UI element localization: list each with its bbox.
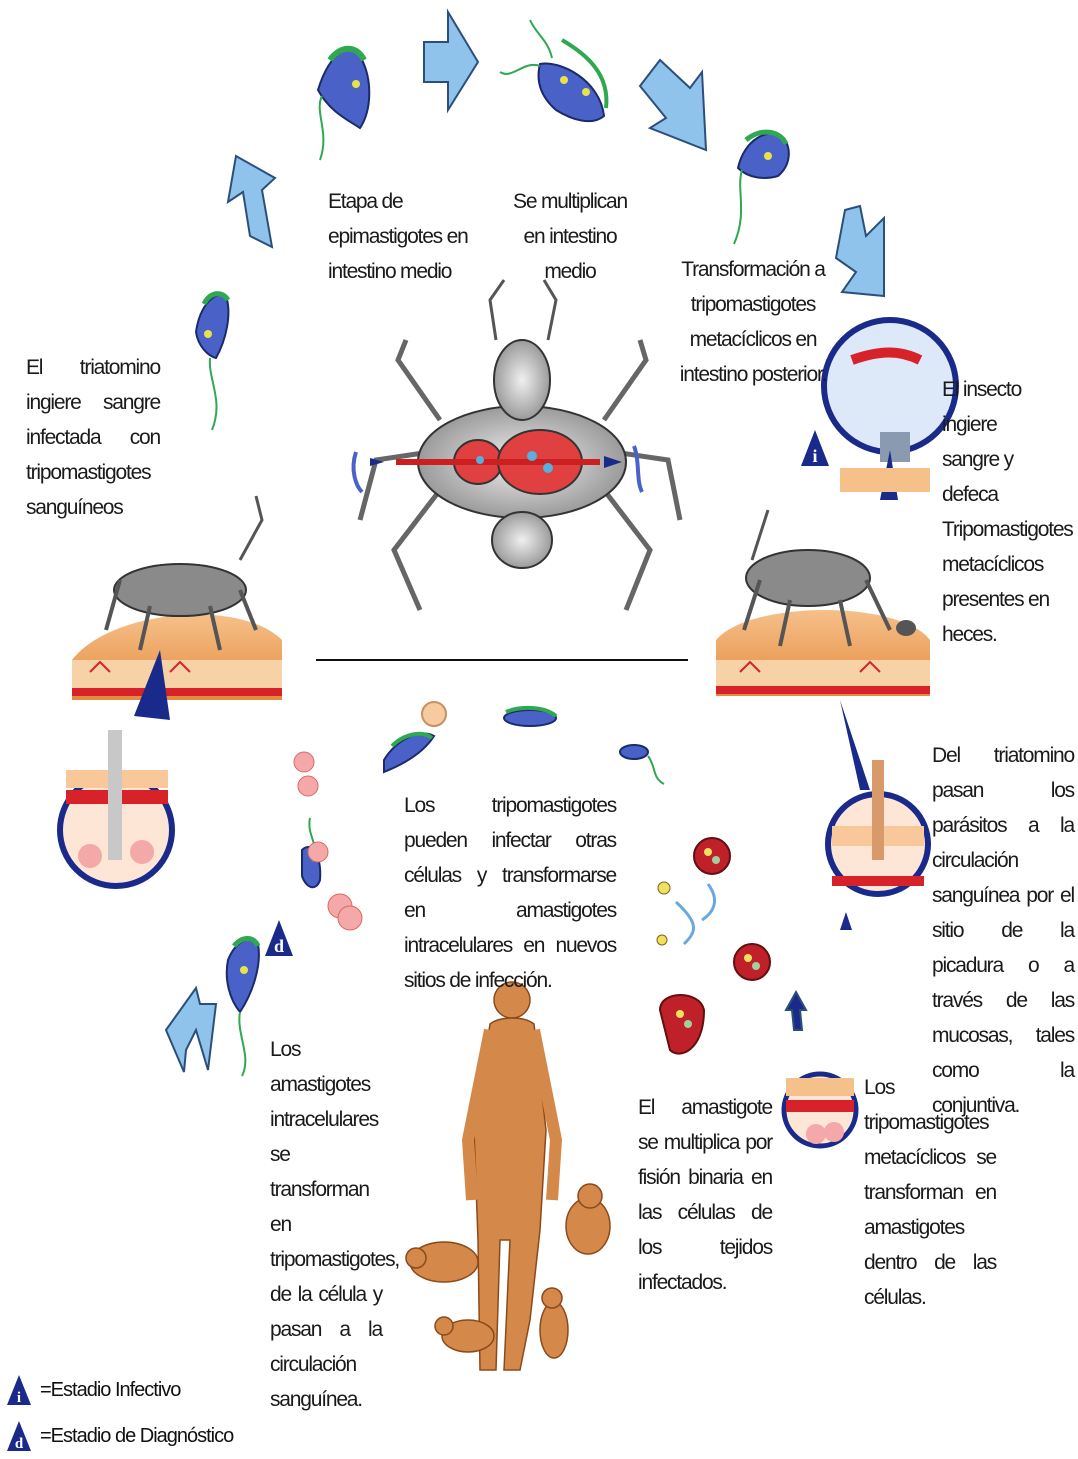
arrow-right-icon <box>836 206 884 296</box>
legend-infective: i =Estadio Infectivo <box>6 1374 180 1406</box>
amastigote-cells <box>657 838 770 1054</box>
svg-text:i: i <box>17 1390 21 1406</box>
right-top-magnifier <box>824 320 956 500</box>
infective-triangle-icon: i <box>800 428 830 468</box>
label-tripo-transforman: Los tripomastigotes metacíclicos se tran… <box>864 1070 996 1315</box>
arrow-top-icon <box>424 12 478 110</box>
infective-marker-letter: i <box>812 446 817 466</box>
arrow-top-right-icon <box>640 60 706 150</box>
infective-stage-marker: i <box>800 428 830 468</box>
right-bottom-magnifier <box>784 1074 856 1146</box>
arrow-small-up-icon <box>786 992 806 1030</box>
right-insect-on-skin <box>716 510 930 696</box>
legend-infective-icon: i <box>6 1374 32 1406</box>
diagnostic-stage-marker: d <box>264 918 294 958</box>
diagnostic-marker-letter: d <box>274 936 284 956</box>
label-multiplican: Se multiplican en intestino medio <box>500 184 640 289</box>
arrow-left-bottom-icon <box>166 988 216 1072</box>
central-insect <box>360 280 680 610</box>
left-insect-on-skin <box>72 496 282 700</box>
label-amastigotes-transforman: Los amastigotes intracelulares se transf… <box>270 1032 382 1417</box>
label-amastigote-multiplica: El amastigote se multiplica por fisión b… <box>638 1090 772 1300</box>
label-triatomino-ingiere: El triatomino ingiere sangre infectada c… <box>26 350 160 525</box>
right-mid-magnifier <box>828 700 928 930</box>
legend-diagnostic: d =Estadio de Diagnóstico <box>6 1420 233 1452</box>
red-cells <box>294 752 362 930</box>
label-transformacion: Transformación a tripomastigotes metacíc… <box>668 252 838 392</box>
label-epimastigotes: Etapa de epimastigotes en intestino medi… <box>328 184 478 289</box>
label-insecto-ingiere: El insecto ingiere sangre y defeca Tripo… <box>942 372 1072 652</box>
arrow-top-left-icon <box>228 156 275 247</box>
legend-diagnostic-label: =Estadio de Diagnóstico <box>40 1425 233 1448</box>
label-del-triatomino: Del triatomino pasan los parásitos a la … <box>932 738 1074 1123</box>
diagnostic-triangle-icon: d <box>264 918 294 958</box>
svg-text:d: d <box>15 1436 24 1452</box>
legend-diagnostic-icon: d <box>6 1420 32 1452</box>
legend-infective-label: =Estadio Infectivo <box>40 1379 180 1402</box>
label-infectar-celulas: Los tripomastigotes pueden infectar otra… <box>404 788 616 998</box>
